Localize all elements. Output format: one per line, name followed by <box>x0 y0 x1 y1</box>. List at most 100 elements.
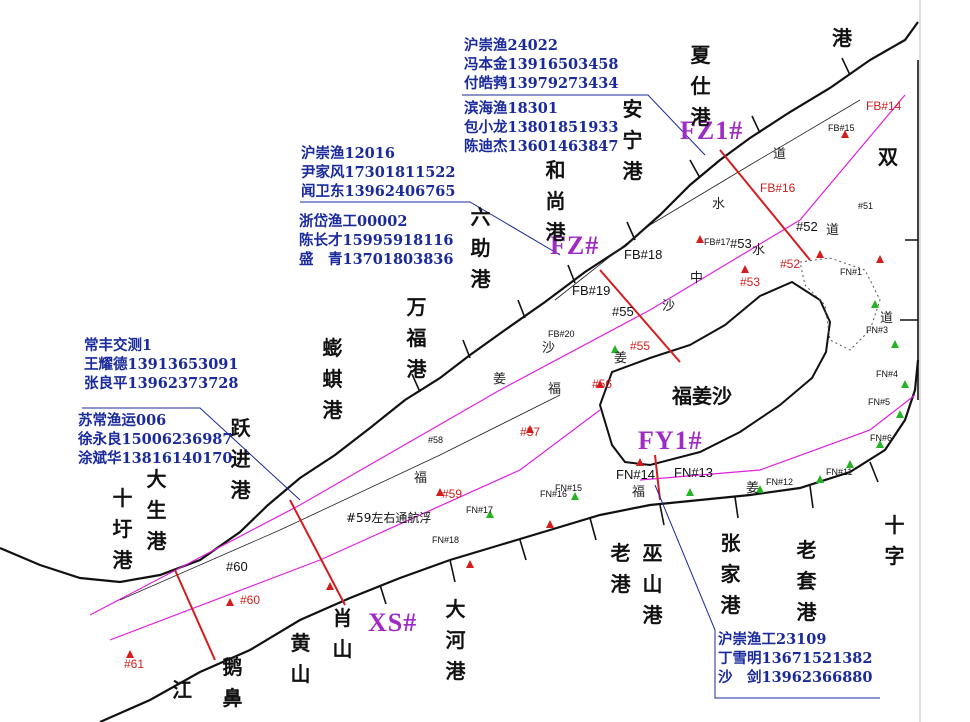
buoy-52-red: #52 <box>780 257 801 271</box>
station-fz1: FZ1# <box>680 116 744 145</box>
contact-fz1b-person-1: 包小龙13801851933 <box>464 119 619 136</box>
place-anning: 安宁港 <box>622 97 643 183</box>
place-dasheng: 大生港 <box>146 467 167 553</box>
channel-char-shui-1: 水 <box>712 197 726 212</box>
place-shiwei: 十圩港 <box>112 486 133 572</box>
buoy-60-red: #60 <box>240 593 261 607</box>
buoy-fb17: FB#17 <box>704 237 731 247</box>
leader-fy1 <box>654 484 880 699</box>
buoy-55: #55 <box>612 304 634 319</box>
contact-fz1-person-1: 冯本金13916503458 <box>464 56 619 73</box>
contact-fzb-vessel: 浙岱渔工00002 <box>299 213 408 230</box>
buoy-57: #57 <box>520 425 541 439</box>
place-ebi: 鹅鼻 <box>222 655 243 710</box>
south-shore-jetties <box>379 461 879 605</box>
place-liuzhu: 六助港 <box>470 205 491 291</box>
place-dahe: 大河港 <box>445 597 466 683</box>
buoy-58: #58 <box>428 435 444 445</box>
buoy-52: #52 <box>796 219 818 234</box>
channel-char-jiang-3: 姜 <box>746 481 760 496</box>
channel-char-fu-1: 福 <box>548 382 562 397</box>
channel-char-sha-1: 沙 <box>662 299 676 314</box>
buoy-fb19: FB#19 <box>572 283 611 298</box>
station-fy1: FY1# <box>638 426 703 455</box>
contact-xsb-person-1: 徐永良15006236987 <box>78 431 233 448</box>
place-shuang: 双 <box>878 145 898 169</box>
green-buoys <box>486 300 909 518</box>
buoy-53: #53 <box>730 236 752 251</box>
contact-fz1-vessel: 沪崇渔24022 <box>464 37 558 54</box>
buoy-fb15: FB#15 <box>828 123 855 133</box>
buoy-fn11: FN#11 <box>826 467 853 477</box>
buoy-fb16: FB#16 <box>760 181 796 195</box>
leader-xs <box>82 407 301 501</box>
contact-xsb-person-2: 涂斌华13816140170 <box>78 450 233 467</box>
place-xiashi: 夏仕港 <box>690 43 711 129</box>
place-huangshan: 黄山 <box>290 631 311 686</box>
channel-char-shui-2: 水 <box>752 243 766 258</box>
contact-xsb: 苏常渔运006 徐永良15006236987 涂斌华13816140170 <box>78 411 232 468</box>
channel-char-jiang-2: 姜 <box>493 372 507 387</box>
section-line-fz1 <box>719 149 811 261</box>
place-xiao: 肖山 <box>332 606 353 661</box>
section-line-fy1 <box>654 454 661 501</box>
channel-char-jiang-1: 姜 <box>614 351 628 366</box>
channel-line-upper <box>554 99 861 301</box>
buoy-fn18: FN#18 <box>432 535 460 545</box>
contact-fy1: 沪崇渔工23109 丁雪明13671521382 沙 剑13962366880 <box>718 630 872 687</box>
channel-char-fu-2: 福 <box>414 471 428 486</box>
place-shizi: 十字 <box>884 513 905 568</box>
south-shore <box>99 359 920 722</box>
contact-fz1b-vessel: 滨海渔18301 <box>464 100 558 117</box>
place-jiang: 江 <box>172 678 192 702</box>
channel-line-south <box>109 409 601 641</box>
contact-fzb-person-1: 陈长才15995918116 <box>299 232 454 249</box>
contact-fy1-person-1: 丁雪明13671521382 <box>718 650 873 667</box>
north-shore <box>0 21 919 584</box>
buoy-fn16: FN#16 <box>540 489 568 499</box>
place-pengqi: 蟛蜞港 <box>322 336 343 422</box>
leader-fz1 <box>462 94 706 156</box>
contact-fz1b: 滨海渔18301 包小龙13801851933 陈迪杰13601463847 <box>464 99 618 156</box>
channel-line-lower <box>119 394 561 601</box>
channel-char-fu-3: 福 <box>632 485 646 500</box>
contact-fz1: 沪崇渔24022 冯本金13916503458 付皓鹁13979273434 <box>464 36 618 93</box>
section-line-xs <box>289 499 346 606</box>
shoal-area <box>799 257 881 351</box>
place-lao: 老港 <box>610 541 631 596</box>
navigation-note: #59左右通航浮 <box>346 511 432 525</box>
channel-char-sha-2: 沙 <box>542 341 556 356</box>
east-shore <box>900 60 919 400</box>
place-laotao: 老套港 <box>796 538 817 624</box>
place-fujiangsha: 福姜沙 <box>672 384 732 408</box>
channel-char-dao-2: 道 <box>826 223 840 238</box>
channel-char-zhong: 中 <box>690 271 704 286</box>
buoy-59: #59 <box>442 487 463 501</box>
contact-fz-vessel: 沪崇渔12016 <box>301 145 395 162</box>
contact-fy1-vessel: 沪崇渔工23109 <box>718 631 827 648</box>
buoy-fn1: FN#1 <box>840 267 863 277</box>
buoy-fn4: FN#4 <box>876 369 899 379</box>
channel-line-east <box>639 394 916 481</box>
buoy-51: #51 <box>858 201 874 211</box>
buoy-fb18: FB#18 <box>624 247 663 262</box>
red-buoys <box>126 130 884 658</box>
buoy-fb20: FB#20 <box>548 329 575 339</box>
buoy-fn13: FN#13 <box>674 465 714 480</box>
buoy-fn12: FN#12 <box>766 477 794 487</box>
place-wushan: 巫山港 <box>642 541 663 627</box>
buoy-fn17: FN#17 <box>466 505 494 515</box>
station-xs: XS# <box>368 608 418 637</box>
buoy-fn15: FN#15 <box>555 483 583 493</box>
buoy-fn6: FN#6 <box>870 433 893 443</box>
section-line-fz <box>599 269 681 363</box>
contact-fz1-person-2: 付皓鹁13979273434 <box>464 75 619 92</box>
fujiangsha-island <box>598 280 832 467</box>
place-heshang: 和尚港 <box>545 158 566 244</box>
buoy-fn5: FN#5 <box>868 397 891 407</box>
contact-fzb: 浙岱渔工00002 陈长才15995918116 盛 青13701803836 <box>299 212 453 269</box>
contact-fy1-person-2: 沙 剑13962366880 <box>718 669 873 686</box>
buoy-fn14: FN#14 <box>616 467 656 482</box>
channel-char-dao-3: 道 <box>880 311 894 326</box>
